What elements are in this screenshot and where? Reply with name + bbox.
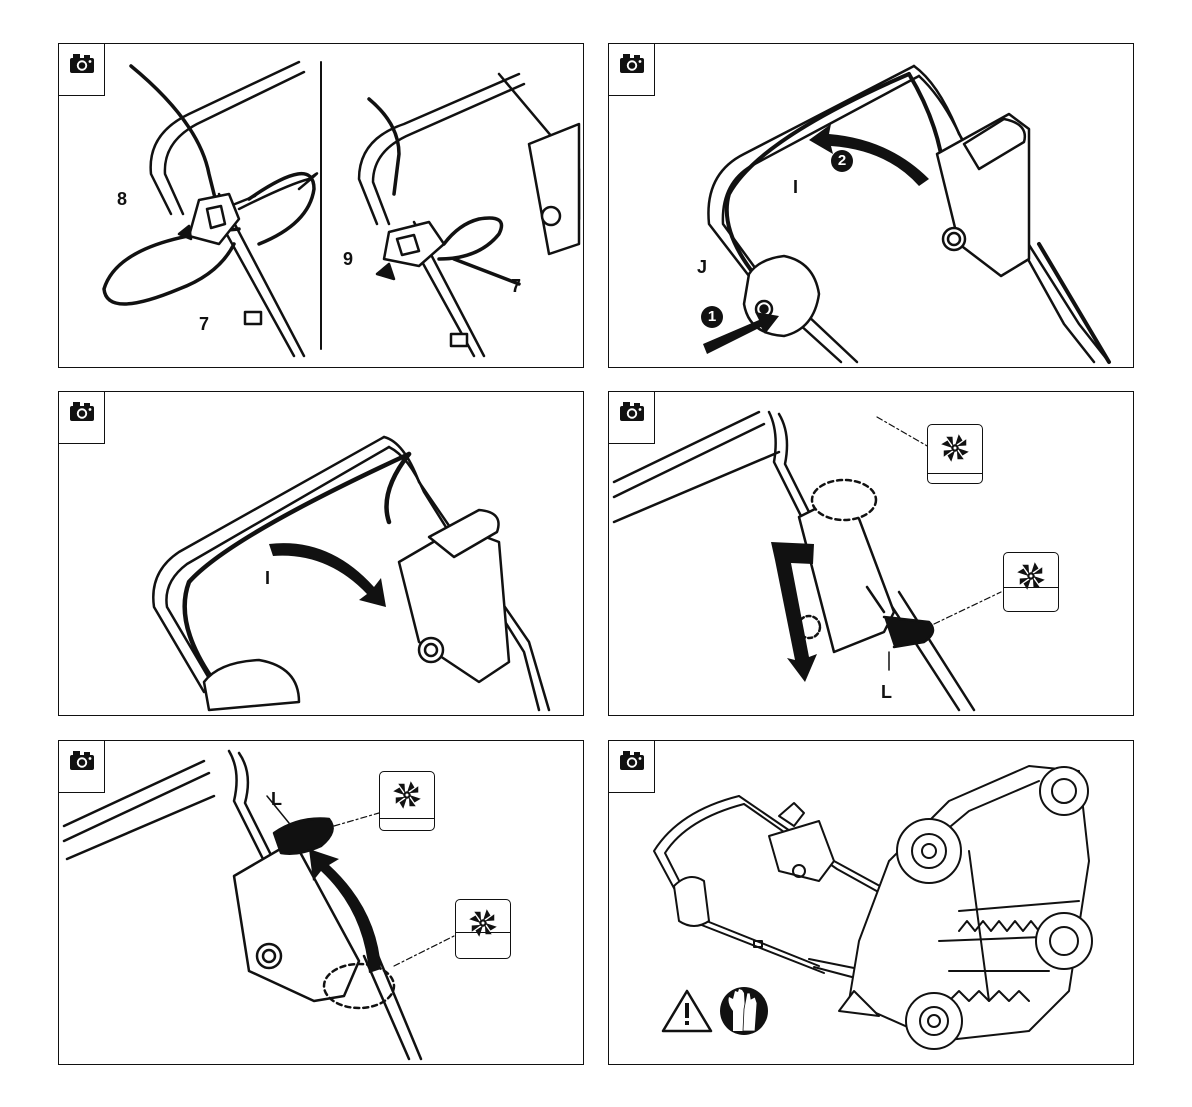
scarifier-machine-illustration (609, 741, 1134, 1065)
callout-label-L: L (881, 682, 892, 703)
switch-lever-illustration (609, 44, 1134, 368)
panel-blade-lower: L (608, 391, 1134, 716)
callout-label-I: I (793, 177, 798, 198)
panel-start-sequence: 1 2 I J (608, 43, 1134, 368)
panel-release-lever: I (58, 391, 584, 716)
callout-label-8: 8 (117, 189, 127, 210)
callout-label-7-left: 7 (199, 314, 209, 335)
callout-label-7-right: 7 (511, 276, 521, 297)
blade-lowered-icon (468, 908, 498, 938)
panel-cable-strain-relief: 8 7 9 7 (58, 43, 584, 368)
panel-machine-overview (608, 740, 1134, 1065)
blade-raised-symbol (927, 424, 983, 484)
step-badge-2: 2 (831, 150, 853, 172)
warning-triangle-icon (663, 991, 711, 1031)
wear-gloves-icon (720, 987, 768, 1035)
panel-blade-raise: L (58, 740, 584, 1065)
blade-lowered-symbol (455, 899, 511, 959)
callout-label-9: 9 (343, 249, 353, 270)
blade-raised-symbol (379, 771, 435, 831)
blade-raised-icon (392, 780, 422, 810)
callout-label-J: J (697, 257, 707, 278)
cable-hook-illustration (59, 44, 584, 368)
blade-raised-icon (940, 433, 970, 463)
lever-release-illustration (59, 392, 584, 716)
step-badge-1: 1 (701, 306, 723, 328)
callout-label-I: I (265, 568, 270, 589)
blade-lowered-symbol (1003, 552, 1059, 612)
callout-label-L: L (271, 789, 282, 810)
